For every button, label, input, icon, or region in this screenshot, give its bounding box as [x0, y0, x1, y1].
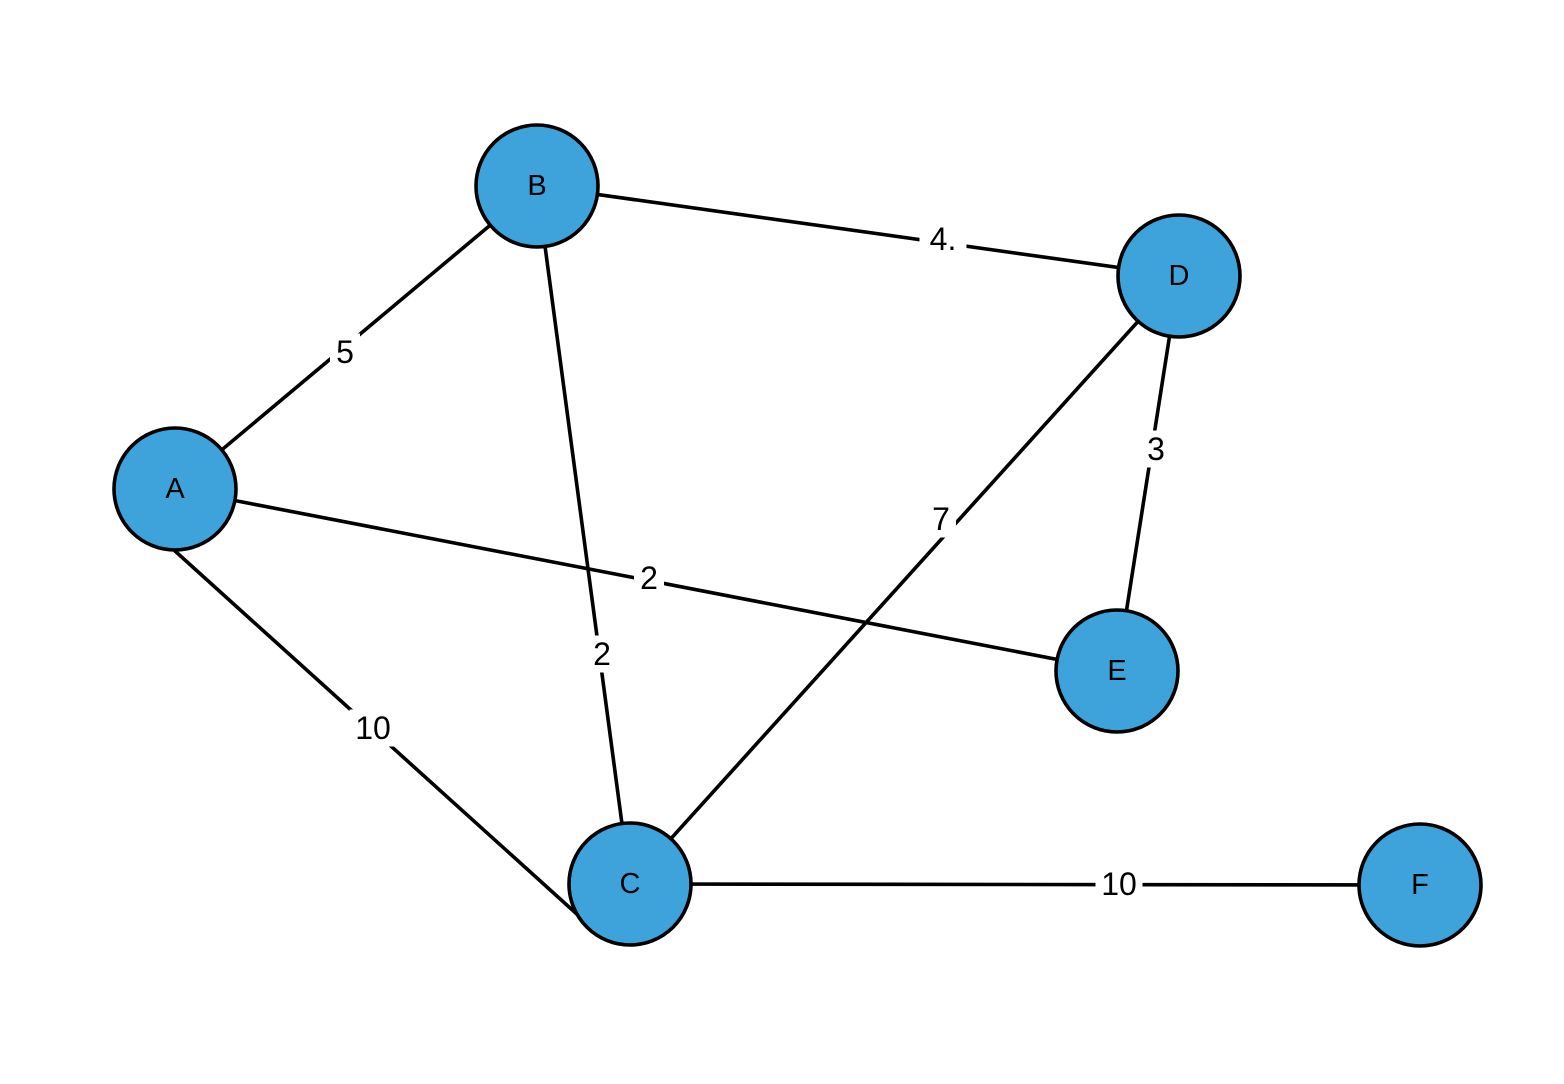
- node-circle-D: [1116, 213, 1242, 339]
- edge-weight-C-D: 7: [932, 501, 950, 537]
- node-circle-F: [1357, 822, 1483, 948]
- edge-C-F: [628, 882, 1422, 887]
- edge-B-D: [535, 184, 1181, 278]
- edge-weight-B-D: 4.: [930, 221, 957, 257]
- node-circle-A: [112, 426, 238, 552]
- edge-weight-bg-A-E: [634, 559, 664, 597]
- edge-weight-A-C: 10: [355, 710, 391, 746]
- edge-weight-bg-B-D: [919, 220, 967, 258]
- node-label-D: D: [1169, 260, 1190, 292]
- edge-weight-A-E: 2: [640, 560, 658, 596]
- edge-weight-C-F: 10: [1101, 866, 1137, 902]
- node-circle-E: [1054, 608, 1180, 734]
- edge-weight-D-E: 3: [1147, 431, 1165, 467]
- edge-weight-A-B: 5: [336, 334, 354, 370]
- edge-B-C: [535, 184, 632, 886]
- node-circle-C: [567, 821, 693, 947]
- node-label-C: C: [620, 868, 641, 900]
- edge-D-E: [1115, 274, 1181, 673]
- node-label-B: B: [527, 170, 546, 202]
- edge-weight-bg-A-C: [349, 709, 397, 747]
- edge-weight-B-C: 2: [593, 636, 611, 672]
- edge-weight-bg-B-C: [587, 635, 617, 673]
- node-label-F: F: [1411, 869, 1429, 901]
- node-circle-B: [474, 123, 600, 249]
- node-label-A: A: [165, 473, 185, 505]
- edge-weight-bg-A-B: [330, 333, 360, 371]
- edge-weight-bg-C-F: [1095, 865, 1143, 903]
- edge-weight-bg-D-E: [1141, 430, 1171, 468]
- edge-weight-bg-C-D: [926, 500, 956, 538]
- edge-C-D: [628, 274, 1181, 886]
- node-label-E: E: [1107, 655, 1126, 687]
